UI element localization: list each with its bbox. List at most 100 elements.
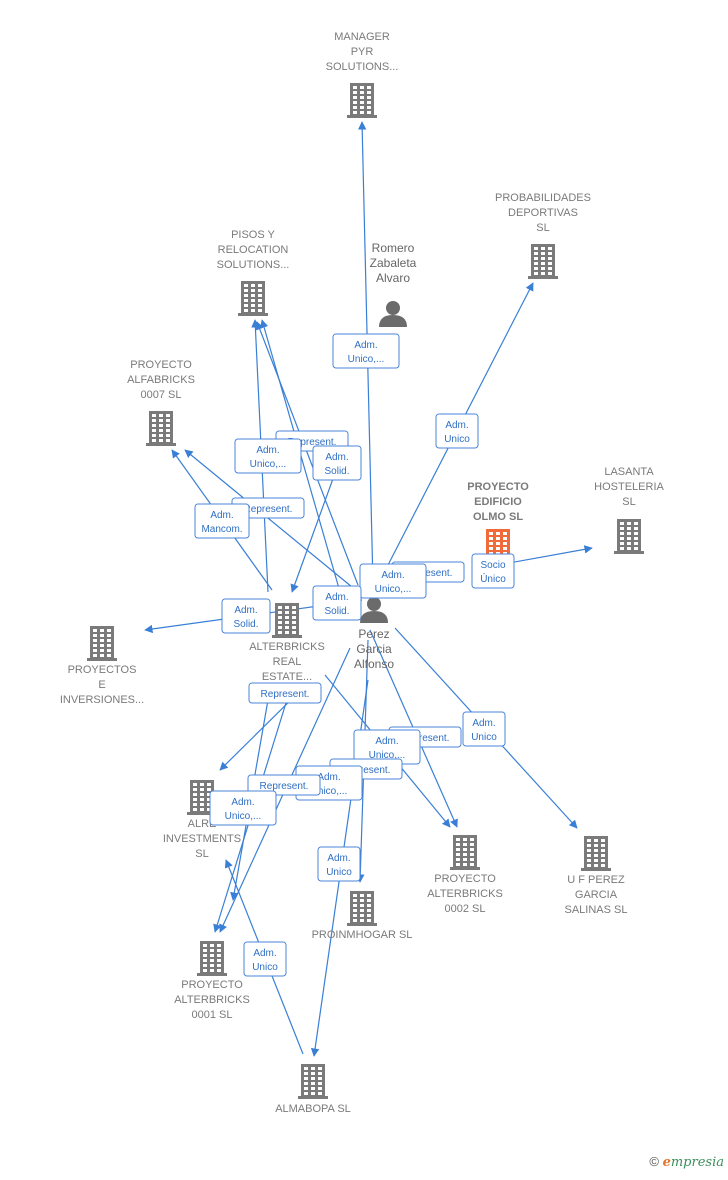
node-label-line: PROYECTO bbox=[130, 359, 192, 371]
nodes-layer: MANAGERPYRSOLUTIONS...RomeroZabaletaAlva… bbox=[60, 31, 665, 1115]
node-alterbricks0001[interactable]: PROYECTO ALTERBRICKS 0001 SL bbox=[174, 941, 250, 1021]
edge-label-text: Unico,... bbox=[375, 584, 412, 595]
node-label-line: MANAGER bbox=[334, 31, 390, 43]
node-alterbricks0002[interactable]: PROYECTO ALTERBRICKS 0002 SL bbox=[427, 835, 503, 915]
edge-label-adm-unico-manager[interactable]: Adm. Unico,... bbox=[332, 333, 400, 369]
building-icon bbox=[87, 626, 117, 661]
node-label-line: OLMO SL bbox=[473, 511, 523, 523]
edge-label-text: Adm. bbox=[256, 445, 279, 456]
node-pisos[interactable]: PISOS YRELOCATIONSOLUTIONS... bbox=[217, 229, 290, 316]
edge-label-text: Unico,... bbox=[369, 750, 406, 761]
person-icon bbox=[360, 597, 388, 623]
building-icon bbox=[614, 519, 644, 554]
node-label-line: LASANTA bbox=[604, 466, 654, 478]
node-label-line: HOSTELERIA bbox=[594, 481, 664, 493]
edge-label-text: Adm. bbox=[375, 736, 398, 747]
edge-label-text: Adm. bbox=[325, 452, 348, 463]
edge-label-represent-0001[interactable]: Represent. bbox=[247, 774, 321, 796]
edge-label-text: Socio bbox=[480, 560, 505, 571]
building-icon bbox=[528, 244, 558, 279]
edge-label-adm-solid-alterbricks-re[interactable]: Adm. Solid. bbox=[312, 585, 362, 621]
building-icon bbox=[347, 83, 377, 118]
edge-label-text: Represent. bbox=[288, 437, 337, 448]
node-label-line: U F PEREZ bbox=[567, 874, 625, 886]
footer-brand: © empresia bbox=[649, 1154, 724, 1170]
edge-label-adm-unico-0001[interactable]: Adm. Unico bbox=[243, 941, 287, 977]
person-icon bbox=[379, 301, 407, 327]
edge-label-represent-alfabricks[interactable]: Represent. bbox=[231, 497, 305, 519]
edge-labels-layer: Adm.Unico,...Adm.UnicoRepresent.Adm.Unic… bbox=[194, 333, 515, 977]
node-almabopa[interactable]: ALMABOPA SL bbox=[275, 1064, 351, 1115]
node-alterbricks-re[interactable]: ALTERBRICKSREALESTATE... bbox=[249, 603, 325, 683]
node-label-line: Garcia bbox=[356, 642, 392, 656]
node-label-line: E bbox=[98, 679, 105, 691]
edge-label-text: Unico,... bbox=[348, 354, 385, 365]
edge-label-adm-unico-almabopa[interactable]: Adm.Unico bbox=[317, 846, 361, 882]
node-manager[interactable]: MANAGERPYRSOLUTIONS... bbox=[326, 31, 399, 118]
edge-label-text: Unico,... bbox=[225, 811, 262, 822]
building-icon bbox=[450, 835, 480, 870]
node-label-line: PROYECTO bbox=[434, 873, 496, 885]
node-label-line: EDIFICIO bbox=[474, 496, 522, 508]
node-label-line: Zabaleta bbox=[370, 256, 417, 270]
node-label-line: ALTERBRICKS bbox=[174, 994, 250, 1006]
edge-label-text: Adm. bbox=[325, 592, 348, 603]
node-label-line: 0001 SL bbox=[192, 1009, 233, 1021]
edge-label-text: Solid. bbox=[324, 606, 349, 617]
node-proyectos-e[interactable]: PROYECTOSEINVERSIONES... bbox=[60, 626, 144, 706]
node-label-line: ALFABRICKS bbox=[127, 374, 195, 386]
edge-label-text: Adm. bbox=[317, 772, 340, 783]
edge-label-text: Represent. bbox=[404, 568, 453, 579]
copyright-symbol: © bbox=[649, 1154, 659, 1169]
edge-label-adm-unico-edificio[interactable]: Adm. Unico,... bbox=[359, 563, 427, 599]
node-proinmhogar[interactable]: PROINMHOGAR SL bbox=[312, 891, 413, 941]
node-label-line: SL bbox=[195, 848, 208, 860]
edge-label-adm-mancom-alfabricks[interactable]: Adm.Mancom. bbox=[194, 503, 250, 539]
node-label-line: SL bbox=[622, 496, 635, 508]
edge-label-represent-alre[interactable]: Represent. bbox=[248, 682, 322, 704]
node-label-line: Alvaro bbox=[376, 271, 410, 285]
node-label-line: SALINAS SL bbox=[565, 904, 628, 916]
node-alfabricks[interactable]: PROYECTO ALFABRICKS 0007 SL bbox=[127, 359, 195, 446]
edge-label-adm-unico-ufperez[interactable]: Adm.Unico bbox=[462, 711, 506, 747]
edge-label-text: Adm. bbox=[381, 570, 404, 581]
edge-label-text: Represent. bbox=[401, 733, 450, 744]
edge-label-adm-unico-probabilidades[interactable]: Adm. Unico bbox=[435, 413, 479, 449]
edge-label-text: Adm. bbox=[253, 948, 276, 959]
node-label-line: PYR bbox=[351, 46, 374, 58]
edge-label-text: Solid. bbox=[324, 466, 349, 477]
node-label-line: REAL bbox=[273, 656, 302, 668]
edge-label-adm-solid-pisos[interactable]: Adm. Solid. bbox=[312, 445, 362, 481]
empresia-logo[interactable]: empresia bbox=[662, 1155, 724, 1170]
edge-label-text: Unico bbox=[444, 434, 470, 445]
node-label-line: PROINMHOGAR SL bbox=[312, 929, 413, 941]
node-lasanta[interactable]: LASANTA HOSTELERIA SL bbox=[594, 466, 665, 554]
node-label-line: PROYECTO bbox=[181, 979, 243, 991]
edge-label-text: Adm. bbox=[354, 340, 377, 351]
edge-label-adm-solid-proyectos-e[interactable]: Adm.Solid. bbox=[221, 598, 271, 634]
node-label-line: 0007 SL bbox=[141, 389, 182, 401]
edge-label-text: Adm. bbox=[445, 420, 468, 431]
building-icon bbox=[238, 281, 268, 316]
edge-label-adm-unico-pisos[interactable]: Adm.Unico,... bbox=[234, 438, 302, 474]
building-icon bbox=[272, 603, 302, 638]
node-label-line: ALMABOPA SL bbox=[275, 1103, 351, 1115]
edge-label-text: Unico bbox=[252, 962, 278, 973]
edge-label-adm-unico-alre[interactable]: Adm. Unico,... bbox=[209, 790, 277, 826]
edge-label-text: Adm. bbox=[210, 510, 233, 521]
node-label-line: ALTERBRICKS bbox=[427, 888, 503, 900]
node-label-line: 0002 SL bbox=[445, 903, 486, 915]
node-label-line: ALTERBRICKS bbox=[249, 641, 325, 653]
edge-label-text: Adm. bbox=[472, 718, 495, 729]
edge-label-text: Unico,... bbox=[311, 786, 348, 797]
edge-label-text: Adm. bbox=[231, 797, 254, 808]
node-label-line: Romero bbox=[372, 241, 415, 255]
